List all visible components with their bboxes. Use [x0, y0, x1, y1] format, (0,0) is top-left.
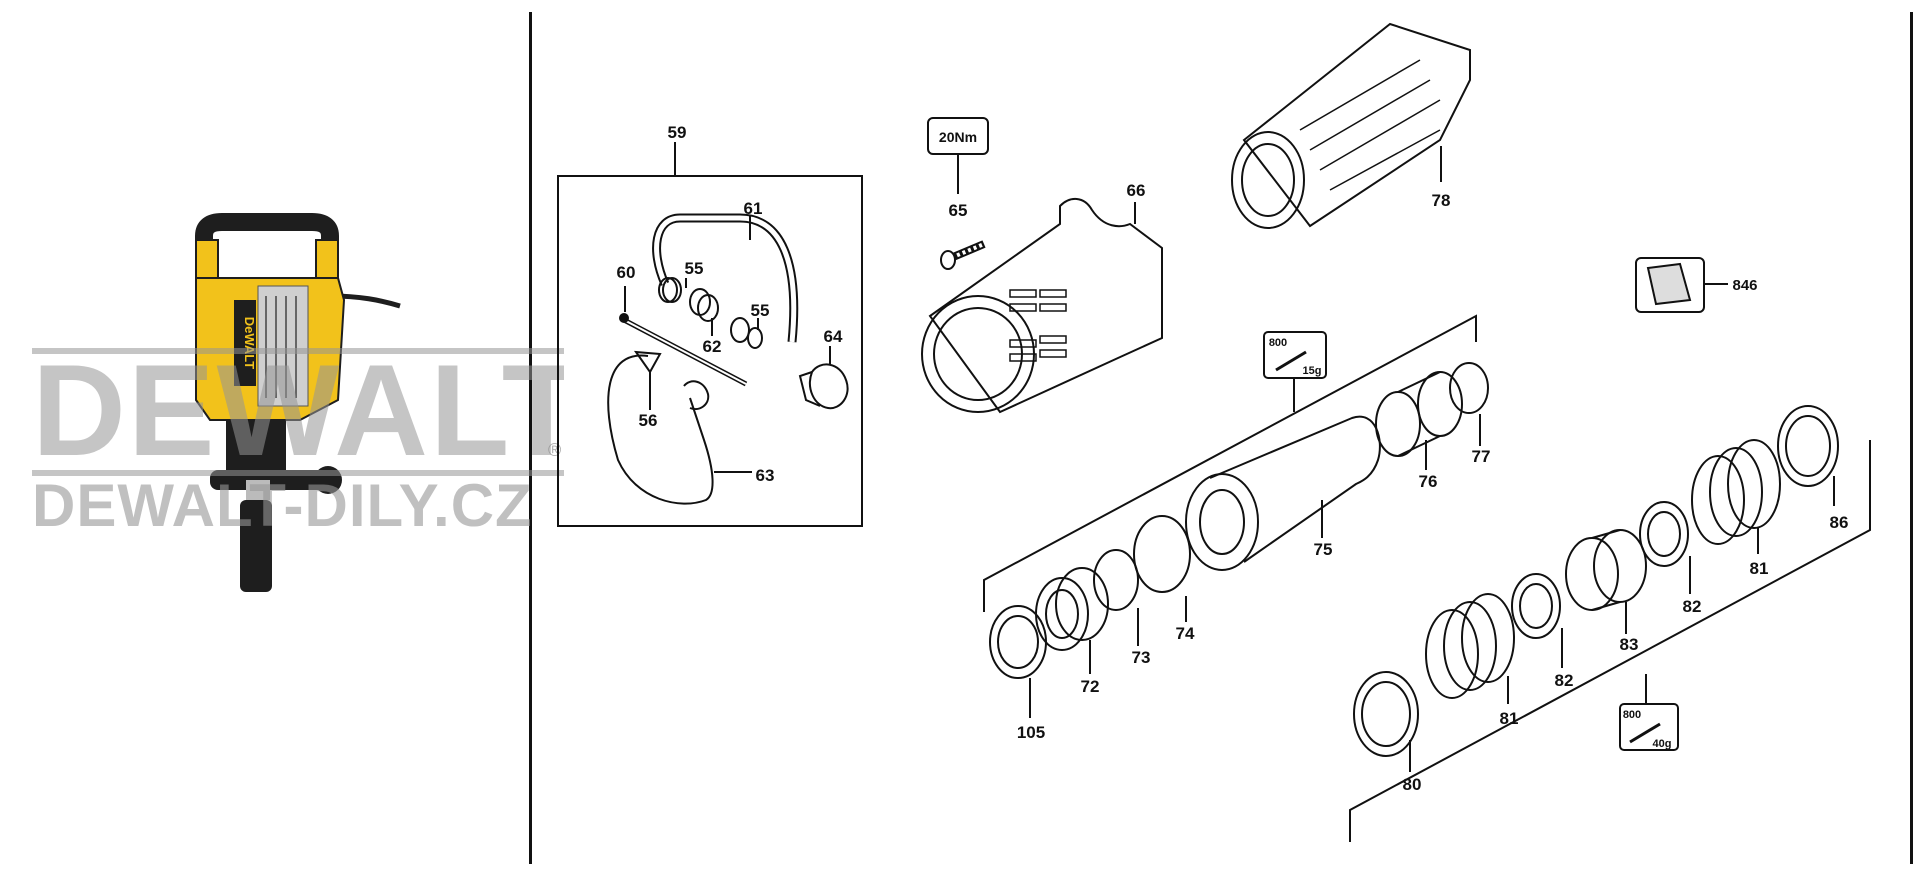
part-label-63: 63	[756, 466, 775, 485]
torque-badge-text: 20Nm	[939, 129, 977, 145]
grease-badge-15g-bottom: 15g	[1303, 365, 1322, 377]
part-label-60: 60	[617, 263, 636, 282]
part-label-76: 76	[1419, 472, 1438, 491]
part-73-ring	[1093, 549, 1139, 611]
part-label-59: 59	[668, 123, 687, 142]
product-photo-panel: DeWALT DEWALT DEWALT-DILY.CZ ®	[0, 0, 564, 876]
part-label-75: 75	[1314, 540, 1333, 559]
part-81-spring-upper	[1691, 455, 1745, 545]
part-label-74: 74	[1176, 624, 1195, 643]
part-64-knob	[809, 363, 849, 410]
part-78-front-ring	[1231, 131, 1305, 229]
striker-assembly-bracket	[1349, 440, 1871, 842]
part-label-65: 65	[949, 201, 968, 220]
part-label-72: 72	[1081, 677, 1100, 696]
grease-badge-40g-bottom: 40g	[1653, 738, 1672, 750]
panel-divider-left	[529, 12, 532, 864]
part-74-o-ring	[1133, 515, 1191, 593]
watermark-band-top	[32, 348, 564, 354]
watermark-brand: DEWALT	[32, 346, 564, 474]
part-label-77: 77	[1472, 447, 1491, 466]
chisel-holder	[240, 500, 272, 592]
part-81-spring-lower	[1425, 609, 1479, 699]
part-label-73: 73	[1132, 648, 1151, 667]
part-label-62: 62	[703, 337, 722, 356]
part-82-washer-lower	[1511, 573, 1561, 639]
part-label-105: 105	[1017, 723, 1045, 742]
part-82-washer-upper	[1639, 501, 1689, 567]
part-label-82a: 82	[1683, 597, 1702, 616]
part-66-housing	[928, 198, 1163, 414]
part-label-55b: 55	[751, 301, 770, 320]
part-86-retaining-ring	[1777, 405, 1839, 487]
grease-badge-40g-top: 800	[1623, 709, 1641, 721]
part-label-55a: 55	[685, 259, 704, 278]
part-55-washer-b	[730, 317, 750, 343]
part-76-sleeve	[1375, 391, 1421, 457]
watermark-band-bottom	[32, 470, 564, 476]
top-handle	[195, 213, 339, 272]
brand-label-text: DeWALT	[242, 317, 257, 370]
part-78-gear-housing	[1242, 22, 1471, 228]
part-label-846: 846	[1732, 277, 1757, 294]
part-label-78: 78	[1432, 191, 1451, 210]
part-63-clamp-band	[607, 354, 714, 505]
panel-divider-right	[1910, 12, 1913, 864]
part-59-kit-box	[557, 175, 863, 527]
watermark-site: DEWALT-DILY.CZ	[32, 478, 533, 534]
part-label-86: 86	[1830, 513, 1849, 532]
part-77-o-ring	[1449, 362, 1489, 414]
cylinder-assembly-bracket	[983, 314, 1477, 612]
brand-label	[234, 300, 256, 386]
grease-badge-15g-top: 800	[1269, 337, 1287, 349]
part-label-81b: 81	[1500, 709, 1519, 728]
part-label-80: 80	[1403, 775, 1422, 794]
part-80-seal	[1353, 671, 1419, 757]
part-label-82b: 82	[1555, 671, 1574, 690]
part-75-cylinder	[1209, 415, 1381, 563]
part-105-seal	[989, 605, 1047, 679]
part-label-83: 83	[1620, 635, 1639, 654]
part-label-64: 64	[824, 327, 843, 346]
grease-badge-40g	[1619, 703, 1679, 751]
part-label-61: 61	[744, 199, 763, 218]
part-label-66: 66	[1127, 181, 1146, 200]
part-label-56: 56	[639, 411, 658, 430]
part-55-washer-a	[662, 277, 682, 303]
part-label-81a: 81	[1750, 559, 1769, 578]
